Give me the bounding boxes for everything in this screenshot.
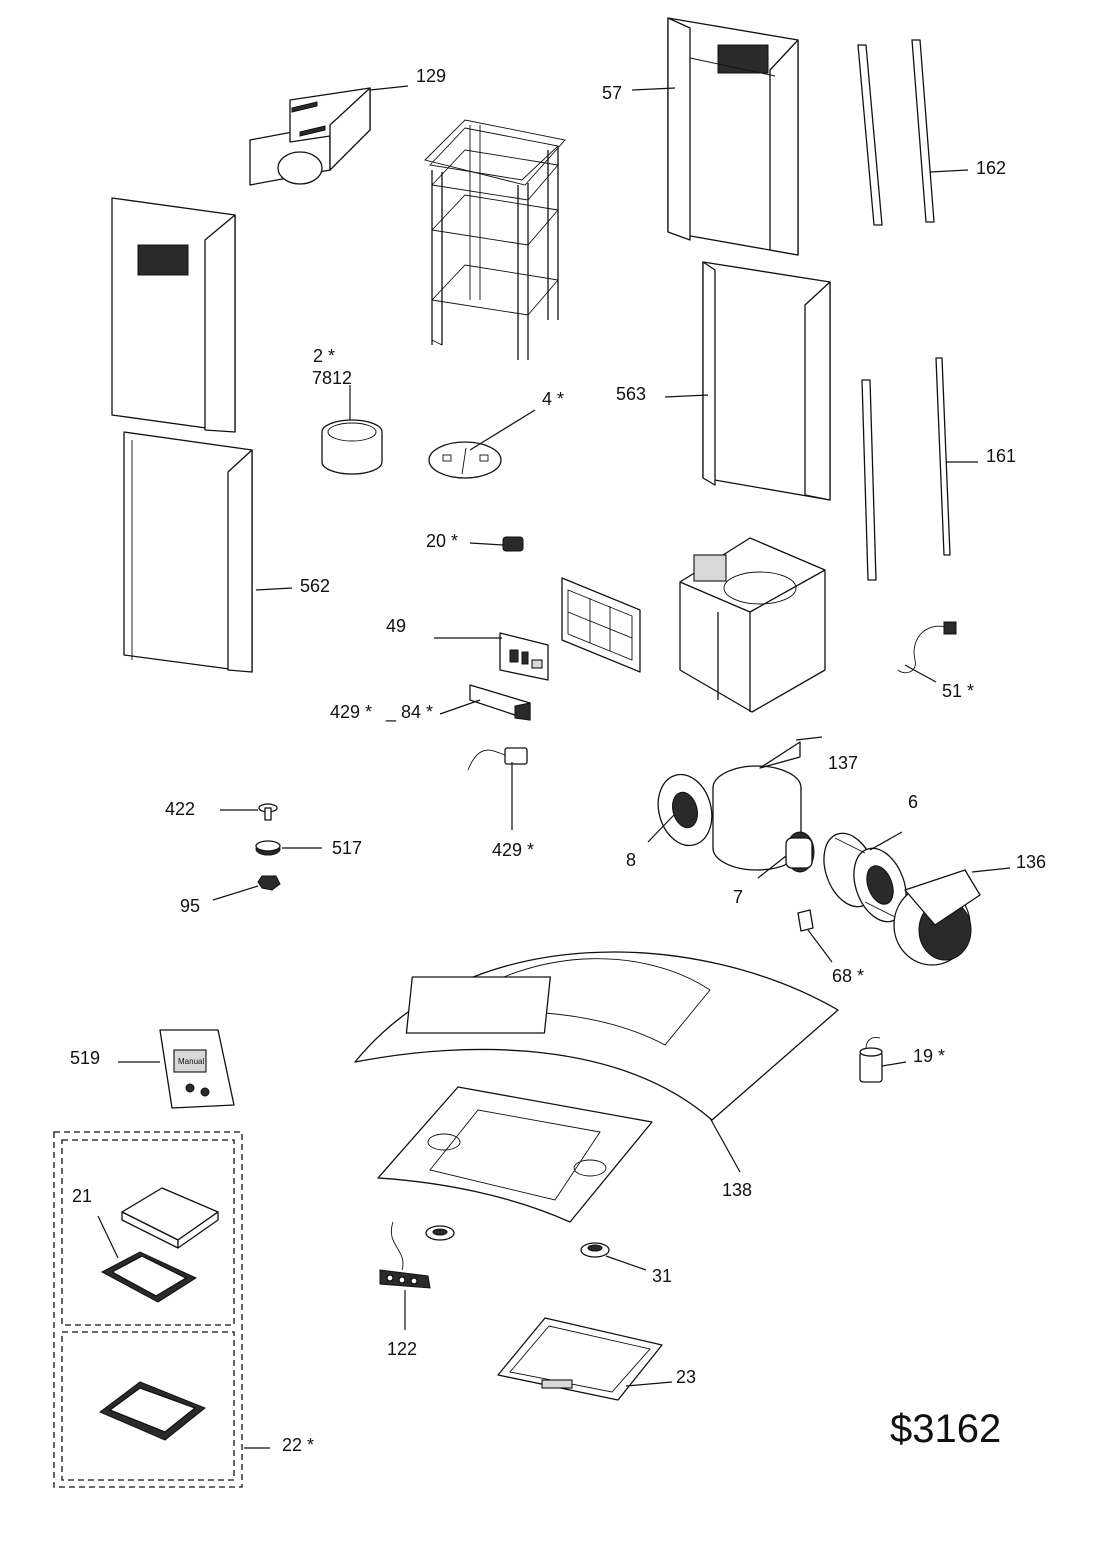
part-23-grease-filter xyxy=(497,1317,663,1401)
part-31-lamp-holder-right xyxy=(580,1242,610,1258)
leader-137 xyxy=(795,736,823,741)
part-422-screw xyxy=(258,803,278,821)
callout-136: 136 xyxy=(1016,852,1046,872)
callout-2: 2 * xyxy=(313,346,335,366)
callout-6: 6 xyxy=(908,792,918,812)
upper-chimney-cover-left xyxy=(111,197,236,433)
part-162-upper-rails xyxy=(857,39,935,226)
leader-4 xyxy=(469,409,536,451)
callout-138: 138 xyxy=(722,1180,752,1200)
callout-562: 562 xyxy=(300,576,330,596)
grease-filter-cassette xyxy=(561,577,641,673)
callout-23: 23 xyxy=(676,1367,696,1387)
leader-136 xyxy=(971,867,1011,873)
part-137-scroll-housing xyxy=(712,741,802,871)
callout-517: 517 xyxy=(332,838,362,858)
part-136-rear-housing xyxy=(893,869,981,966)
leader-19 xyxy=(881,1061,907,1067)
part-129-duct-adapter xyxy=(249,87,371,186)
callout-51: 51 * xyxy=(942,681,974,701)
callout-19: 19 * xyxy=(913,1046,945,1066)
callout-129: 129 xyxy=(416,66,446,86)
leader-138 xyxy=(709,1117,741,1173)
callout-21: 21 xyxy=(72,1186,92,1206)
part-20-terminal-block xyxy=(502,536,524,552)
leader-23 xyxy=(625,1381,673,1387)
leader-31 xyxy=(605,1255,647,1271)
leader-68 xyxy=(807,929,833,963)
part-519-manual-bag: Manual xyxy=(159,1029,235,1109)
hood-body xyxy=(377,1086,653,1223)
callout-49: 49 xyxy=(386,616,406,636)
callout-31: 31 xyxy=(652,1266,672,1286)
leader-21 xyxy=(97,1215,119,1259)
callout-137: 137 xyxy=(828,753,858,773)
callout-20: 20 * xyxy=(426,531,458,551)
part-8-mounting-plate xyxy=(657,773,713,847)
part-562-lower-chimney-cover xyxy=(123,431,253,673)
callout-22: 22 * xyxy=(282,1435,314,1455)
callout-563: 563 xyxy=(616,384,646,404)
callout-122: 122 xyxy=(387,1339,417,1359)
part-51-cable xyxy=(897,625,951,674)
part-517-washer xyxy=(255,840,281,856)
leader-95 xyxy=(212,885,259,901)
leader-84 xyxy=(439,699,481,715)
part-31-lamp-holder-left xyxy=(425,1225,455,1241)
part-563-lower-chimney-cover xyxy=(702,261,831,501)
leader-8 xyxy=(647,814,675,843)
callout-161: 161 xyxy=(986,446,1016,466)
part-7-motor xyxy=(785,831,815,873)
callout-429a: 429 * xyxy=(330,702,372,722)
carbon-filter xyxy=(99,1381,206,1441)
part-68-clip xyxy=(797,909,814,932)
leader-57 xyxy=(631,87,676,91)
part-161-lower-rails xyxy=(861,357,951,581)
callout-429b: 429 * xyxy=(492,840,534,860)
leader-6 xyxy=(869,831,903,851)
callout-8: 8 xyxy=(626,850,636,870)
callout-68: 68 * xyxy=(832,966,864,986)
part-95-nut xyxy=(257,875,281,891)
callout-519: 519 xyxy=(70,1048,100,1068)
part-6-blower-wheel xyxy=(823,832,907,923)
diagram-code: $3162 xyxy=(890,1407,1001,1451)
part-138-glass-canopy xyxy=(354,951,839,1121)
callout-84: _ 84 * xyxy=(385,702,433,723)
part-4-damper-disc xyxy=(428,441,502,479)
leader-562 xyxy=(255,587,293,591)
part-57-upper-chimney-cover xyxy=(667,17,799,256)
part-429-lamp xyxy=(467,747,528,771)
chimney-support-frame xyxy=(424,119,566,360)
part-21-filter-pad xyxy=(121,1187,219,1249)
callout-57: 57 xyxy=(602,83,622,103)
leader-162 xyxy=(929,169,969,173)
leader-563 xyxy=(664,394,709,398)
callout-7812: 7812 xyxy=(312,368,352,388)
callout-7: 7 xyxy=(733,887,743,907)
motor-housing-box xyxy=(679,537,826,713)
leader-51 xyxy=(904,664,937,683)
kit-22-dashed-box xyxy=(53,1131,243,1488)
part-21-filter-frame xyxy=(100,1251,198,1303)
leader-7 xyxy=(757,855,787,879)
bag-label: Manual xyxy=(178,1057,204,1066)
callout-162: 162 xyxy=(976,158,1006,178)
callout-95: 95 xyxy=(180,896,200,916)
part-51-connector xyxy=(943,621,957,635)
callout-4: 4 * xyxy=(542,389,564,409)
part-49-control-board xyxy=(499,632,549,681)
callout-422: 422 xyxy=(165,799,195,819)
part-122-control-panel xyxy=(379,1221,431,1289)
part-19-capacitor xyxy=(859,1037,883,1083)
part-84-bracket xyxy=(469,684,531,721)
leader-20 xyxy=(469,542,504,546)
leader-129 xyxy=(369,85,409,91)
part-7812-duct-collar xyxy=(321,419,383,475)
